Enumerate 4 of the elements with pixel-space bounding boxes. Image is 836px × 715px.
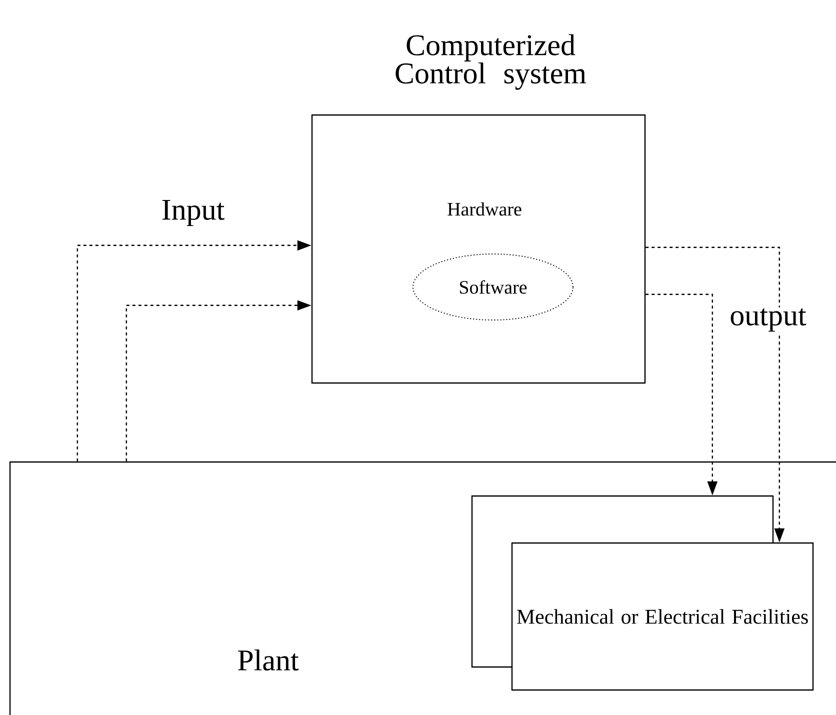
facility-box: Mechanical or Electrical Facilities xyxy=(511,542,814,691)
node-label: Computerized Control system xyxy=(396,34,586,90)
label: output xyxy=(728,307,808,333)
label: Input xyxy=(160,198,226,228)
